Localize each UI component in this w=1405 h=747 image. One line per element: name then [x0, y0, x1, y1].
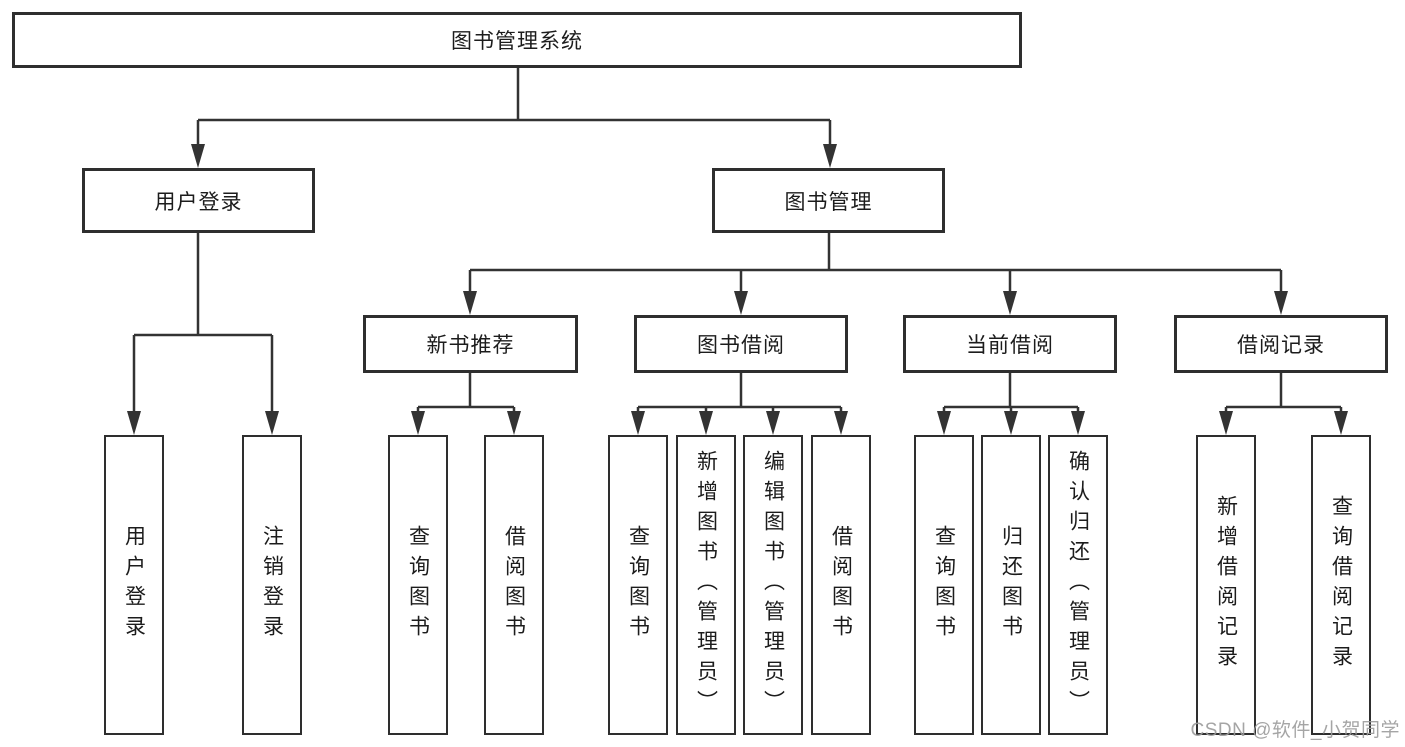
leaf-query-books-3: 查询图书 — [914, 435, 974, 735]
node-current-borrow-label: 当前借阅 — [966, 334, 1054, 357]
node-new-book-recommend-label: 新书推荐 — [426, 334, 515, 357]
node-book-borrow-label: 图书借阅 — [697, 334, 785, 357]
leaf-logout: 注销登录 — [242, 435, 302, 735]
leaf-query-books-2-label: 查询图书 — [626, 525, 650, 645]
leaf-query-books-2: 查询图书 — [608, 435, 668, 735]
leaf-borrow-books-2: 借阅图书 — [811, 435, 871, 735]
node-book-borrow: 图书借阅 — [634, 315, 848, 373]
leaf-query-books-1-label: 查询图书 — [406, 525, 430, 645]
node-borrow-records-label: 借阅记录 — [1237, 334, 1325, 357]
leaf-logout-label: 注销登录 — [260, 525, 284, 645]
leaf-query-books-3-label: 查询图书 — [932, 525, 956, 645]
leaf-borrow-books-2-label: 借阅图书 — [829, 525, 853, 645]
node-borrow-records: 借阅记录 — [1174, 315, 1388, 373]
leaf-return-books: 归还图书 — [981, 435, 1041, 735]
leaf-confirm-return-admin: 确认归还（管理员） — [1048, 435, 1108, 735]
leaf-query-borrow-record-label: 查询借阅记录 — [1329, 495, 1353, 675]
node-user-login: 用户登录 — [82, 168, 315, 233]
leaf-edit-books-admin: 编辑图书（管理员） — [743, 435, 803, 735]
leaf-confirm-return-admin-label: 确认归还（管理员） — [1066, 450, 1090, 720]
node-book-management: 图书管理 — [712, 168, 945, 233]
leaf-return-books-label: 归还图书 — [999, 525, 1023, 645]
leaf-add-books-admin: 新增图书（管理员） — [676, 435, 736, 735]
node-user-login-label: 用户登录 — [154, 190, 243, 214]
leaf-add-books-admin-label: 新增图书（管理员） — [694, 450, 718, 720]
node-root-label: 图书管理系统 — [451, 30, 583, 53]
leaf-user-login-label: 用户登录 — [122, 525, 146, 645]
node-current-borrow: 当前借阅 — [903, 315, 1117, 373]
leaf-user-login: 用户登录 — [104, 435, 164, 735]
leaf-add-borrow-record: 新增借阅记录 — [1196, 435, 1256, 735]
node-root: 图书管理系统 — [12, 12, 1022, 68]
leaf-borrow-books-1: 借阅图书 — [484, 435, 544, 735]
node-book-management-label: 图书管理 — [784, 190, 873, 214]
csdn-watermark: CSDN @软件_小贺同学 — [1190, 720, 1400, 741]
leaf-query-books-1: 查询图书 — [388, 435, 448, 735]
leaf-add-borrow-record-label: 新增借阅记录 — [1214, 495, 1238, 675]
leaf-edit-books-admin-label: 编辑图书（管理员） — [761, 450, 785, 720]
node-new-book-recommend: 新书推荐 — [363, 315, 578, 373]
leaf-query-borrow-record: 查询借阅记录 — [1311, 435, 1371, 735]
leaf-borrow-books-1-label: 借阅图书 — [502, 525, 526, 645]
